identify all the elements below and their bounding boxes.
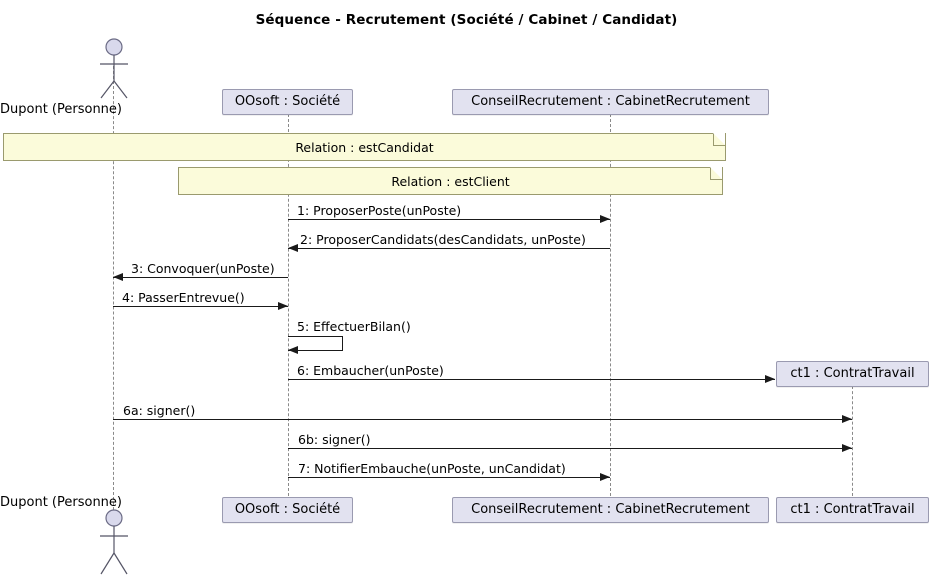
participant-box-oosoft-bottom[interactable]: OOsoft : Société bbox=[222, 497, 353, 523]
message-line-m2 bbox=[288, 248, 610, 249]
message-label-m2: 2: ProposerCandidats(desCandidats, unPos… bbox=[300, 232, 586, 247]
lifeline-ct1 bbox=[852, 386, 853, 496]
note-relation-estcandidat: Relation : estCandidat bbox=[3, 133, 726, 161]
message-arrowhead-m7 bbox=[600, 473, 610, 481]
message-selfloop-m5 bbox=[288, 336, 343, 351]
message-label-m5: 5: EffectuerBilan() bbox=[297, 319, 411, 334]
message-label-m4: 4: PasserEntrevue() bbox=[122, 290, 245, 305]
actor-top-label: Dupont (Personne) bbox=[0, 102, 122, 117]
message-arrowhead-m3 bbox=[113, 273, 123, 281]
message-label-m6b: 6b: signer() bbox=[298, 432, 371, 447]
message-line-m4 bbox=[113, 306, 288, 307]
message-arrowhead-m6a bbox=[842, 415, 852, 423]
message-arrowhead-m4 bbox=[278, 302, 288, 310]
note-text: Relation : estCandidat bbox=[295, 140, 434, 155]
actor-bottom[interactable] bbox=[93, 508, 135, 576]
message-label-m6a: 6a: signer() bbox=[123, 403, 196, 418]
message-line-m7 bbox=[288, 477, 610, 478]
message-arrowhead-m6 bbox=[765, 375, 775, 383]
lifeline-actor bbox=[113, 66, 114, 510]
note-fold-corner-icon bbox=[710, 167, 722, 180]
note-fold-corner-icon bbox=[713, 133, 725, 146]
message-label-m3: 3: Convoquer(unPoste) bbox=[131, 261, 275, 276]
participant-box-conseil-top[interactable]: ConseilRecrutement : CabinetRecrutement bbox=[452, 89, 769, 115]
message-line-m6a bbox=[113, 419, 852, 420]
message-arrowhead-m5 bbox=[288, 346, 298, 354]
lifeline-conseil bbox=[610, 114, 611, 496]
message-label-m7: 7: NotifierEmbauche(unPoste, unCandidat) bbox=[298, 461, 566, 476]
participant-box-ct1-created[interactable]: ct1 : ContratTravail bbox=[776, 361, 929, 387]
message-arrowhead-m6b bbox=[842, 444, 852, 452]
message-arrowhead-m2 bbox=[288, 244, 298, 252]
message-label-m1: 1: ProposerPoste(unPoste) bbox=[297, 203, 462, 218]
message-label-m6: 6: Embaucher(unPoste) bbox=[297, 363, 444, 378]
participant-box-oosoft-top[interactable]: OOsoft : Société bbox=[222, 89, 353, 115]
message-line-m6b bbox=[288, 448, 852, 449]
actor-top[interactable] bbox=[93, 38, 135, 104]
participant-box-conseil-bottom[interactable]: ConseilRecrutement : CabinetRecrutement bbox=[452, 497, 769, 523]
message-line-m1 bbox=[288, 219, 610, 220]
actor-stick-figure-icon bbox=[100, 509, 128, 575]
message-arrowhead-m1 bbox=[600, 215, 610, 223]
note-text: Relation : estClient bbox=[391, 174, 510, 189]
message-line-m6 bbox=[288, 379, 775, 380]
actor-bottom-label: Dupont (Personne) bbox=[0, 495, 122, 510]
lifeline-oosoft bbox=[288, 114, 289, 496]
note-relation-estclient: Relation : estClient bbox=[178, 167, 723, 195]
actor-stick-figure-icon bbox=[100, 38, 128, 99]
diagram-title: Séquence - Recrutement (Société / Cabine… bbox=[255, 12, 678, 28]
message-line-m3 bbox=[113, 277, 288, 278]
participant-box-ct1-bottom[interactable]: ct1 : ContratTravail bbox=[776, 497, 929, 523]
